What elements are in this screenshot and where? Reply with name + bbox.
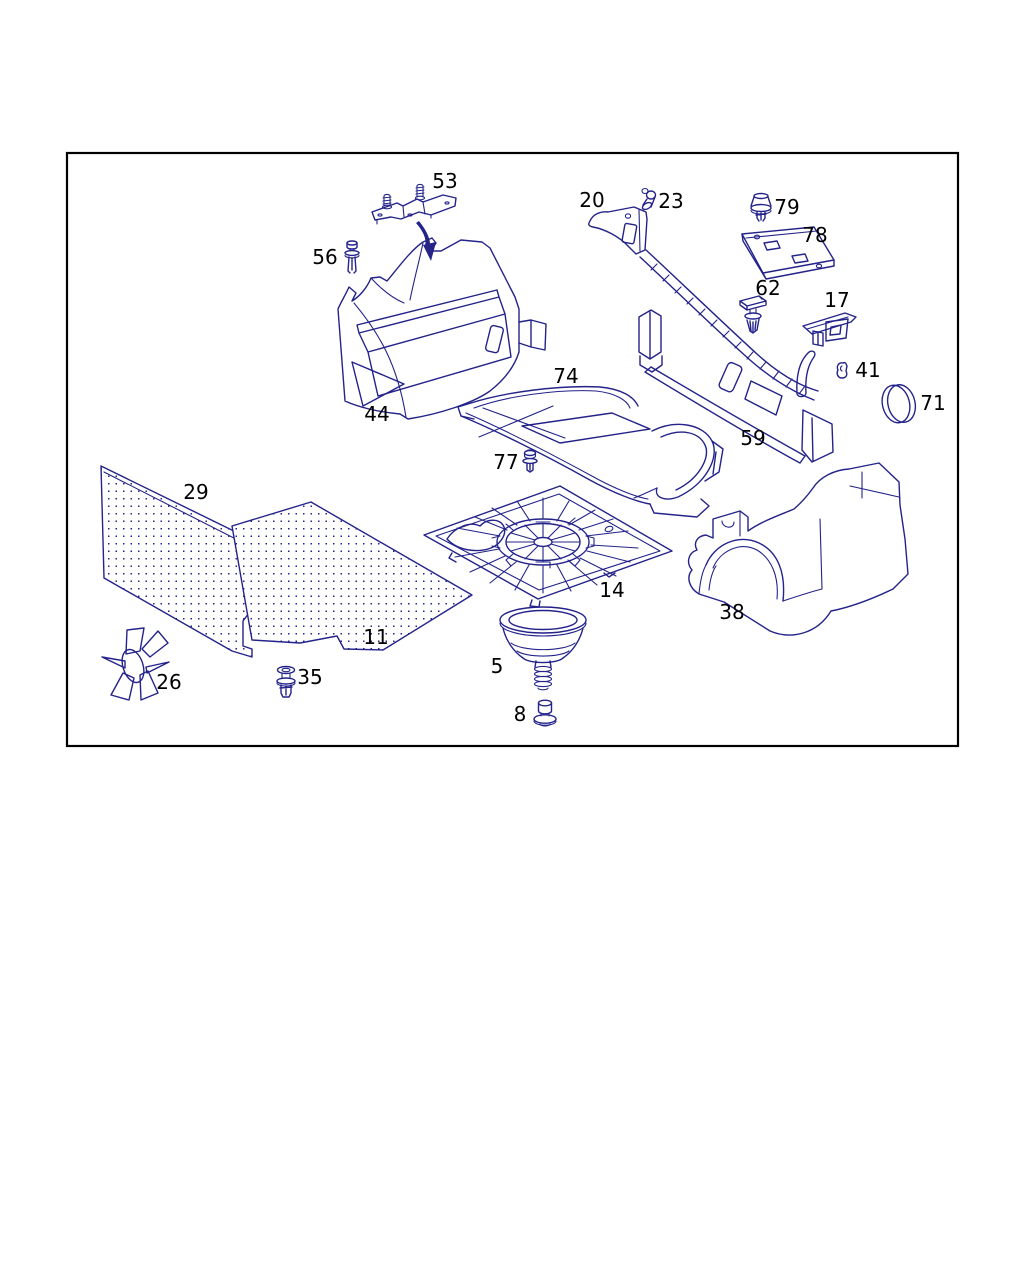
part-44-label: 44	[364, 402, 389, 426]
part-59-label: 59	[740, 426, 765, 450]
part-41-label: 41	[855, 358, 880, 382]
part-29-label: 29	[183, 480, 208, 504]
part-77-clip	[522, 449, 538, 473]
part-8-label: 8	[514, 702, 527, 726]
part-78-label: 78	[802, 223, 827, 247]
part-35-rivet	[276, 665, 296, 698]
part-62-clip	[739, 295, 767, 334]
part-17-bracket	[802, 312, 857, 347]
part-38-right-trim-panel	[687, 462, 909, 636]
part-77-label: 77	[493, 450, 518, 474]
part-26-label: 26	[156, 670, 181, 694]
part-38-label: 38	[719, 600, 744, 624]
part-11-floor-mat	[231, 501, 473, 651]
part-59-rear-panel	[638, 249, 834, 464]
part-35-label: 35	[297, 665, 322, 689]
part-20-label: 20	[579, 188, 604, 212]
part-62-label: 62	[755, 276, 780, 300]
part-79-rivet	[750, 192, 772, 222]
part-14-label: 14	[599, 578, 624, 602]
part-56-label: 56	[312, 245, 337, 269]
part-71-plug	[881, 384, 917, 424]
part-44-left-trim-panel	[337, 237, 547, 420]
part-74-label: 74	[553, 364, 578, 388]
part-5-label: 5	[491, 654, 504, 678]
part-41-clip	[836, 361, 848, 379]
part-79-label: 79	[774, 195, 799, 219]
part-20-corner-bracket	[588, 206, 648, 255]
part-53-label: 53	[432, 169, 457, 193]
part-53-bracket	[371, 183, 457, 225]
part-78-plate	[741, 226, 835, 280]
part-26-star-nut	[101, 627, 170, 701]
part-56-rivet	[344, 240, 360, 274]
part-8-screw	[533, 699, 557, 727]
part-74-shelf-panel	[457, 385, 724, 518]
part-11-label: 11	[363, 625, 388, 649]
part-23-stud-clip	[641, 187, 657, 211]
part-5-grommet-cup	[499, 606, 587, 691]
part-71-label: 71	[920, 391, 945, 415]
part-14-wheel-cover	[423, 485, 673, 608]
part-23-label: 23	[658, 189, 683, 213]
part-17-label: 17	[824, 288, 849, 312]
figure-frame	[65, 151, 960, 748]
